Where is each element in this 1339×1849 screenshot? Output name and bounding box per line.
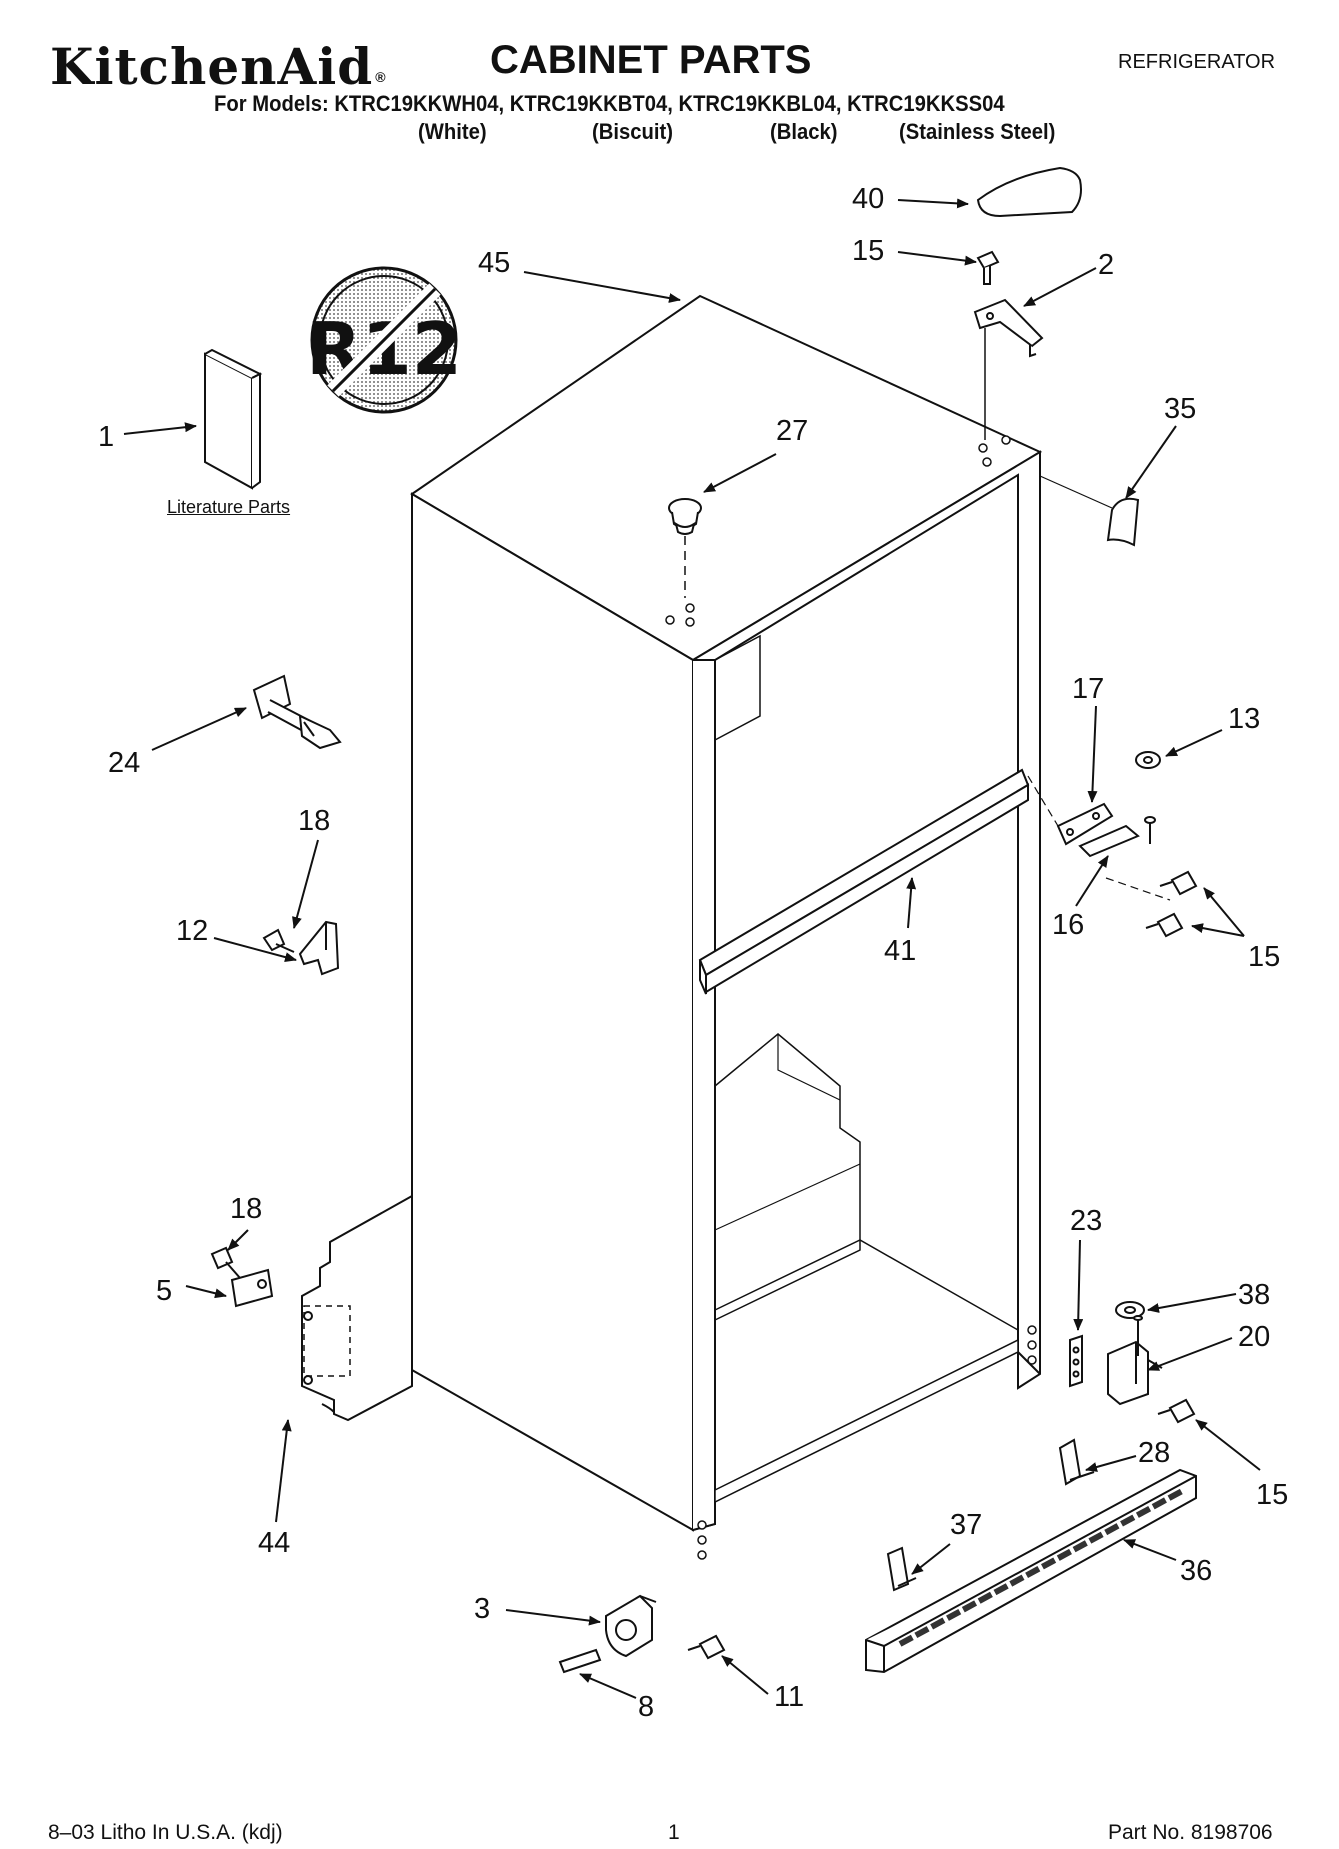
callout-27: 27: [776, 415, 808, 447]
literature-parts-label: Literature Parts: [167, 497, 291, 517]
callout-2: 2: [1098, 249, 1114, 281]
appliance-category: REFRIGERATOR: [1118, 51, 1276, 73]
color-black: (Black): [770, 119, 838, 144]
back-clamp: [210, 1246, 274, 1308]
callout-3: 3: [474, 1593, 490, 1625]
bottom-hinge: [1107, 1315, 1163, 1406]
hinge-cap: [1039, 475, 1140, 547]
divider-bar: [698, 768, 1030, 995]
callout-23: 23: [1070, 1205, 1102, 1237]
upper-left-bracket: [262, 920, 340, 976]
grille-clip-lower: [886, 1546, 917, 1592]
callout-15-lower: 15: [1256, 1479, 1288, 1511]
center-hinge: [1027, 775, 1171, 901]
callout-labels: 40 15 2 45 35 27 1 24 17 13 18 12 16 41 …: [98, 183, 1288, 1723]
callout-8: 8: [638, 1691, 654, 1723]
color-white: (White): [418, 119, 487, 144]
callout-40: 40: [852, 183, 884, 215]
top-hinge: [973, 298, 1044, 440]
back-panel: [301, 1194, 413, 1422]
callout-18-lower: 18: [230, 1193, 262, 1225]
callout-24: 24: [108, 747, 140, 779]
leveling-leg: [252, 674, 342, 750]
bottom-hinge-washer: [1115, 1301, 1145, 1319]
callout-17: 17: [1072, 673, 1104, 705]
callout-1: 1: [98, 421, 114, 453]
brand-name: KitchenAid: [50, 37, 374, 96]
callout-35: 35: [1164, 393, 1196, 425]
callout-15-top: 15: [852, 235, 884, 267]
bottom-hinge-screw: [1157, 1398, 1196, 1424]
callout-44: 44: [258, 1527, 290, 1559]
callout-45: 45: [478, 247, 510, 279]
callout-36: 36: [1180, 1555, 1212, 1587]
toe-grille: [865, 1468, 1197, 1674]
callout-41: 41: [884, 935, 916, 967]
grille-clip-upper: [1058, 1438, 1095, 1486]
axle-pin: [558, 1648, 602, 1674]
center-hinge-washer: [1135, 751, 1161, 769]
r12-crossed-logo: R12: [306, 266, 462, 414]
callout-13: 13: [1228, 703, 1260, 735]
kitchenaid-logo: KitchenAid®: [50, 42, 387, 92]
top-hinge-screw: [976, 250, 1000, 285]
center-hinge-screws: [1145, 870, 1198, 938]
cabinet-top-holes: [665, 435, 1037, 1560]
callout-12: 12: [176, 915, 208, 947]
roller-screw: [687, 1634, 726, 1660]
callout-16: 16: [1052, 909, 1084, 941]
footer-page-number: 1: [668, 1821, 680, 1844]
callout-leaders: [123, 198, 1261, 1699]
cabinet-shell: [410, 294, 1043, 1532]
callout-38: 38: [1238, 1279, 1270, 1311]
footer-print-info: 8–03 Litho In U.S.A. (kdj): [48, 1821, 283, 1844]
callout-28: 28: [1138, 1437, 1170, 1469]
footer-part-number: Part No. 8198706: [1108, 1821, 1273, 1844]
model-list: For Models: KTRC19KKWH04, KTRC19KKBT04, …: [214, 91, 1005, 116]
shim-plate: [1069, 1334, 1083, 1388]
roller-assembly: [605, 1594, 657, 1658]
callout-18-upper: 18: [298, 805, 330, 837]
callout-15-center: 15: [1248, 941, 1280, 973]
callout-37: 37: [950, 1509, 982, 1541]
callout-11: 11: [774, 1681, 804, 1713]
color-stainless-steel: (Stainless Steel): [899, 119, 1056, 144]
registered-mark: ®: [375, 69, 387, 85]
color-biscuit: (Biscuit): [592, 119, 673, 144]
plug-button: [668, 498, 702, 598]
literature-booklet: [204, 348, 263, 490]
callout-20: 20: [1238, 1321, 1270, 1353]
page-title: CABINET PARTS: [490, 38, 812, 82]
callout-5: 5: [156, 1275, 172, 1307]
hinge-cover: [976, 166, 1082, 218]
